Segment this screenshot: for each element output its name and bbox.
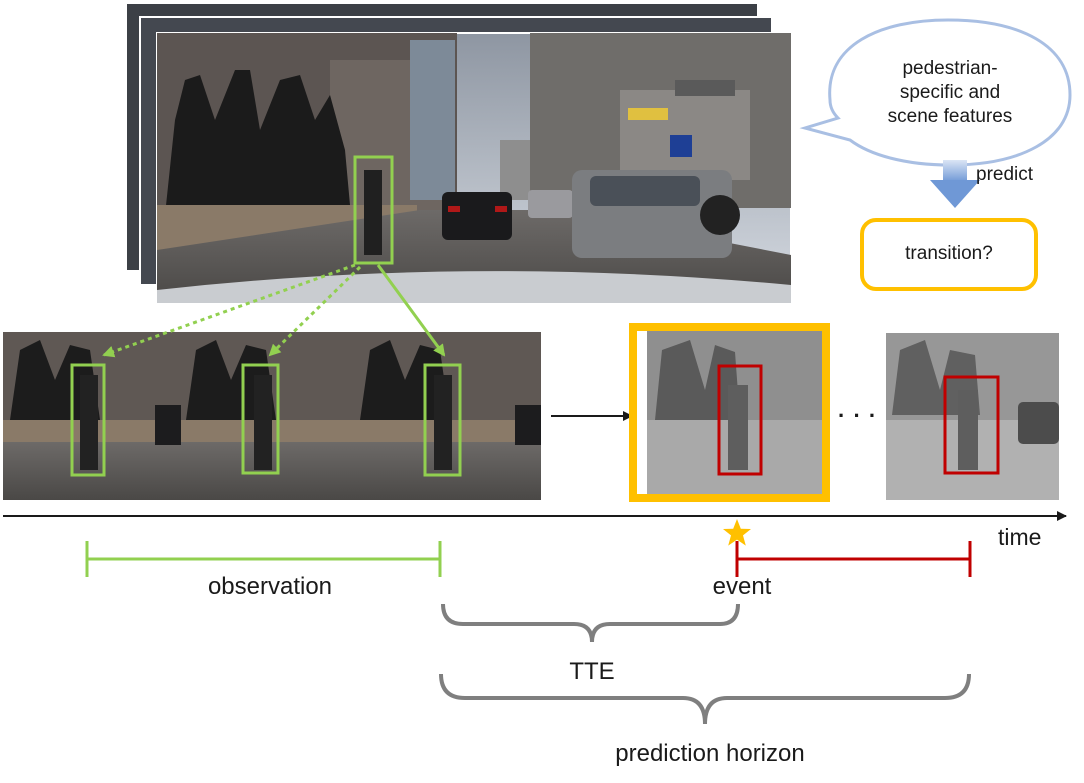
- predict-label: predict: [976, 164, 1034, 185]
- pedestrian-bbox-3: [423, 363, 462, 477]
- event-span: [735, 541, 972, 577]
- transition-box: [860, 218, 1038, 291]
- bubble-line-2: specific and: [899, 82, 1001, 103]
- tte-brace: [441, 603, 740, 643]
- observation-frame-2: [155, 332, 355, 500]
- feature-bubble: [799, 18, 1072, 167]
- observation-frame-1: [3, 332, 181, 500]
- ellipsis: · · ·: [838, 403, 878, 428]
- bbox-connectors: [102, 263, 446, 358]
- pedestrian-bbox-1: [70, 363, 106, 477]
- main-scene-frame: [156, 32, 792, 304]
- future-frame: [886, 333, 1059, 500]
- observation-frames: [3, 332, 541, 500]
- event-highlight-border: [629, 323, 830, 502]
- observation-span: [85, 541, 442, 577]
- bubble-line-1: pedestrian-: [902, 58, 998, 79]
- solid-arrow-frame-3: [376, 264, 446, 357]
- future-pedestrian-bbox: [943, 375, 1000, 475]
- event-pedestrian-bbox: [717, 364, 763, 476]
- event-frame: [629, 323, 830, 502]
- transition-label: transition?: [905, 243, 993, 264]
- top-frame-stack: [125, 2, 792, 304]
- tte-label: TTE: [569, 658, 615, 685]
- time-label: time: [998, 524, 1042, 550]
- event-label: event: [712, 573, 772, 600]
- bubble-text: pedestrian- specific and scene features: [876, 57, 1024, 129]
- observation-label: observation: [207, 573, 333, 600]
- observation-frame-3: [355, 332, 541, 500]
- pedestrian-bbox-2: [241, 363, 280, 475]
- pedestrian-bbox-main: [353, 155, 394, 265]
- event-star-icon: [723, 519, 751, 546]
- predict-arrow: [930, 160, 980, 208]
- horizon-label: prediction horizon: [615, 740, 805, 767]
- dotted-arrow-frame-2: [268, 265, 362, 357]
- bubble-line-3: scene features: [887, 106, 1013, 127]
- horizon-brace: [439, 673, 971, 725]
